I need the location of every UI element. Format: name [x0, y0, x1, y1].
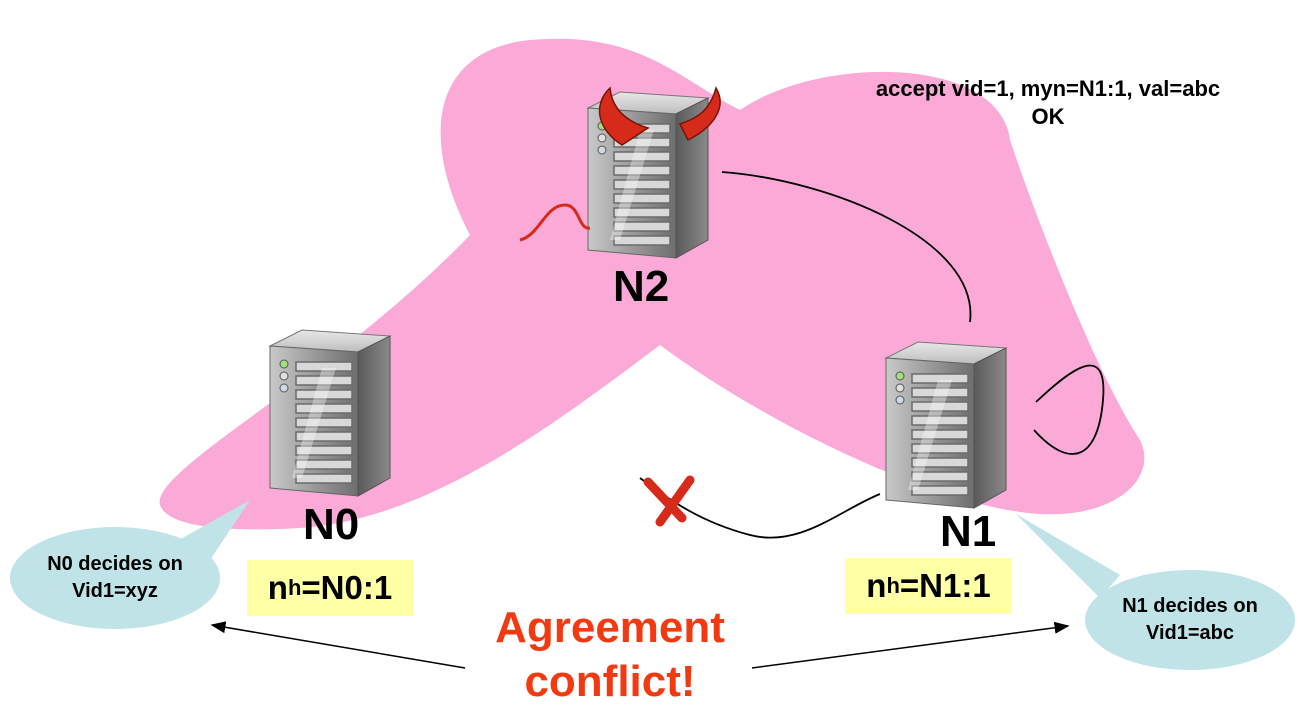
message-link-n2-n1 — [721, 171, 972, 323]
conflict-line-1: Agreement — [495, 603, 725, 652]
state-prefix-n1: n — [866, 567, 887, 604]
state-prefix-n0: n — [267, 569, 288, 606]
bubble-tail-n1 — [1016, 514, 1120, 598]
message-line-2: OK — [1031, 104, 1065, 129]
devil-tail-icon — [519, 203, 591, 242]
decision-text-n1: N1 decides on Vid1=abc — [1090, 593, 1290, 647]
decision-n0-line-1: N0 decides on — [47, 553, 183, 575]
decision-bubble-n0 — [10, 527, 220, 629]
conflict-line-2: conflict! — [524, 657, 696, 706]
failed-cross-icon — [643, 475, 695, 527]
decision-n1-line-2: Vid1=abc — [1145, 622, 1235, 644]
node-label-n2: N2 — [613, 262, 670, 311]
state-sub-n1: h — [886, 573, 900, 598]
decision-bubble-n1 — [1085, 570, 1295, 670]
state-sub-n0: h — [287, 575, 302, 600]
conflict-arrow-right — [751, 621, 1070, 669]
state-value-n1: =N1:1 — [899, 567, 991, 604]
decision-n1-line-1: N1 decides on — [1122, 595, 1258, 617]
message-line-1: accept vid=1, myn=N1:1, val=abc — [875, 76, 1221, 101]
node-label-n0: N0 — [303, 500, 360, 549]
message-label: accept vid=1, myn=N1:1, val=abc OK — [798, 75, 1298, 131]
node-label-n1: N1 — [940, 507, 997, 556]
conflict-label: Agreement conflict! — [470, 601, 750, 709]
self-loop-n1 — [1033, 364, 1105, 455]
server-n1-icon — [885, 341, 1007, 509]
server-n0-icon — [269, 329, 391, 497]
decision-text-n0: N0 decides on Vid1=xyz — [15, 551, 215, 605]
decision-n0-line-2: Vid1=xyz — [72, 580, 158, 602]
devil-horns-icon — [598, 86, 721, 146]
conflict-arrow-left — [210, 621, 466, 669]
state-value-n0: =N0:1 — [301, 569, 393, 606]
